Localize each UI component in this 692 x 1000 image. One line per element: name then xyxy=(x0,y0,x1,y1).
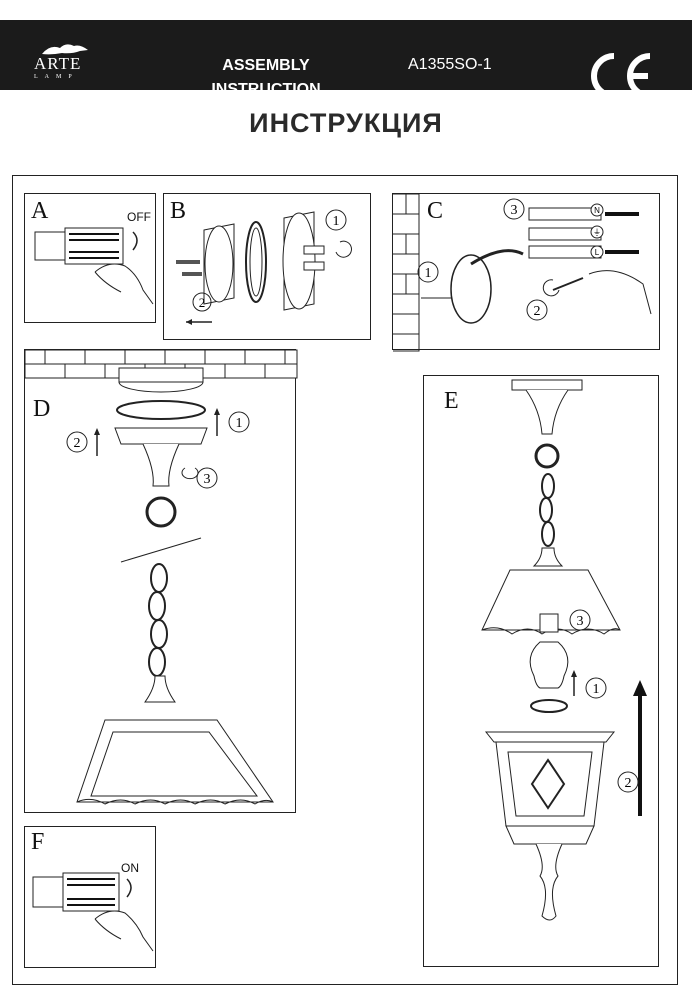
diagram-frame xyxy=(12,175,678,985)
panel-d-label: D xyxy=(33,396,51,422)
panel-e-step-2: 2 xyxy=(625,776,632,791)
ce-mark-icon xyxy=(591,53,651,99)
header-title-line2: INSTRUCTION xyxy=(211,81,321,98)
panel-a: A OFF xyxy=(24,193,156,323)
panel-e: E 1 3 2 xyxy=(423,375,659,967)
panel-a-note: OFF xyxy=(127,210,151,224)
panel-d-step-1: 1 xyxy=(236,416,243,431)
panel-c-step-1: 1 xyxy=(425,266,432,281)
panel-f: F ON xyxy=(24,826,156,968)
panel-d: D 1 2 xyxy=(24,349,298,813)
panel-c-step-2: 2 xyxy=(534,304,541,319)
panel-d-step-2: 2 xyxy=(74,436,81,451)
terminal-ground: ⏚ xyxy=(593,228,601,237)
wiring-connection-drawing: N ⏚ L 3 1 2 xyxy=(393,193,652,352)
lamp-hanging-drawing: 1 2 3 xyxy=(24,349,298,805)
panel-a-label: A xyxy=(31,198,49,224)
panel-f-label: F xyxy=(31,829,45,855)
header-title-line1: ASSEMBLY xyxy=(222,57,310,74)
terminal-l: L xyxy=(595,248,600,257)
panel-d-step-3: 3 xyxy=(204,472,211,487)
header-title: ASSEMBLY INSTRUCTION xyxy=(196,54,336,102)
terminal-n: N xyxy=(594,206,600,215)
panel-f-note: ON xyxy=(121,861,139,875)
switch-on-drawing xyxy=(32,872,154,952)
logo-text: ARTE xyxy=(34,54,82,73)
model-number: A1355SO-1 xyxy=(408,56,492,73)
header-bar: ARTE LAMP ASSEMBLY INSTRUCTION A1355SO-1 xyxy=(0,20,692,99)
panel-c: C N ⏚ L 3 1 xyxy=(392,193,660,352)
griffin-logo-icon xyxy=(42,44,88,55)
switch-off-drawing xyxy=(34,227,154,305)
panel-e-step-3: 3 xyxy=(577,614,584,629)
page-title: ИНСТРУКЦИЯ xyxy=(249,108,443,138)
panel-c-step-3: 3 xyxy=(511,203,518,218)
panel-c-label: C xyxy=(427,198,444,224)
panel-e-step-1: 1 xyxy=(593,682,600,697)
logo-subtext: LAMP xyxy=(34,74,79,80)
panel-b: B 1 2 xyxy=(163,193,371,340)
panel-b-step-1: 1 xyxy=(333,214,340,229)
panel-b-label: B xyxy=(170,198,187,224)
panel-e-label: E xyxy=(444,388,459,414)
lamp-assembly-drawing: 1 3 2 xyxy=(481,379,647,921)
panel-b-step-2: 2 xyxy=(199,295,206,310)
canopy-disassembly-drawing: 1 2 xyxy=(176,209,352,325)
